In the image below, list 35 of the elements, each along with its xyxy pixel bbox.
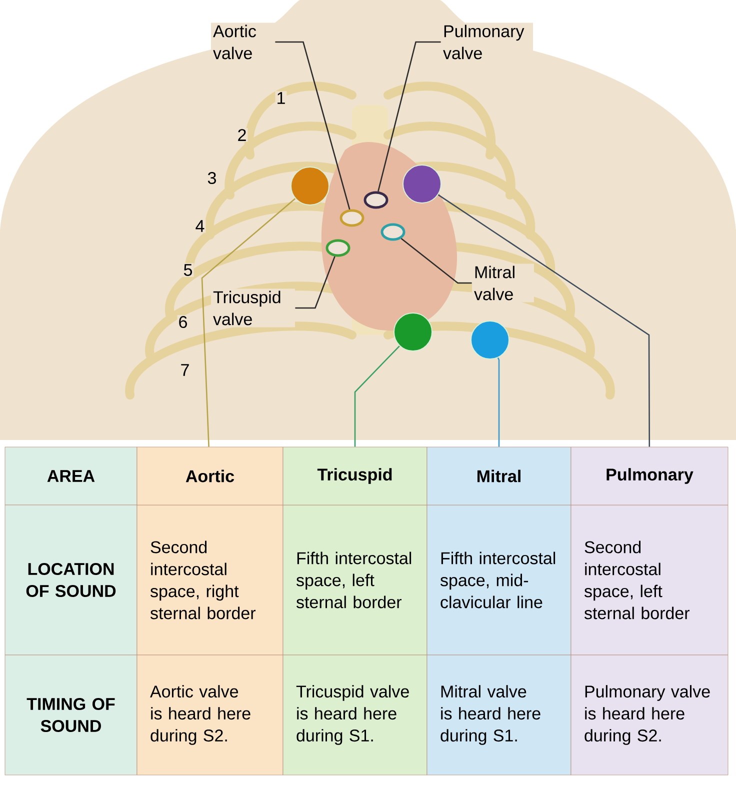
leader-line [497,358,500,447]
leader-line [354,346,400,447]
table-header-cell: Pulmonary [570,446,728,506]
table-header-cell: Aortic [136,446,284,506]
table-cell: Tricuspid valve is heard here during S1. [282,654,428,776]
leader-line [275,41,350,210]
table-cell: AREA [4,446,138,506]
auscultation-dot [394,312,432,352]
table-cell: TIMING OF SOUND [4,654,138,776]
rib-number: 1 [275,91,287,105]
valve-label: Mitral valve [472,264,534,302]
valve-ring [380,223,406,241]
valve-ring [326,239,350,257]
rib-number: 4 [194,219,206,233]
table-header-cell: Tricuspid [282,446,428,506]
valve-label: Aortic valve [211,22,275,62]
rib-number: 2 [236,128,248,142]
table-cell: Mitral valve is heard here during S1. [426,654,572,776]
table-cell: Aortic valve is heard here during S2. [136,654,284,776]
valve-label: Tricuspid valve [211,288,295,328]
auscultation-dot [470,320,510,360]
valve-ring [340,209,364,227]
auscultation-dot [290,166,330,206]
leader-line [201,198,296,447]
valve-label: Pulmonary valve [441,22,533,62]
leader-line [378,41,441,192]
rib-number: 7 [179,363,191,377]
leader-line [438,194,650,447]
valve-ring [364,191,388,209]
leader-line [400,238,472,284]
table-header-cell: Mitral [426,446,572,506]
rib-number: 5 [182,263,194,277]
auscultation-dot [402,164,442,204]
table-cell: Pulmonary valve is heard here during S2. [570,654,728,776]
leader-line [295,256,336,309]
